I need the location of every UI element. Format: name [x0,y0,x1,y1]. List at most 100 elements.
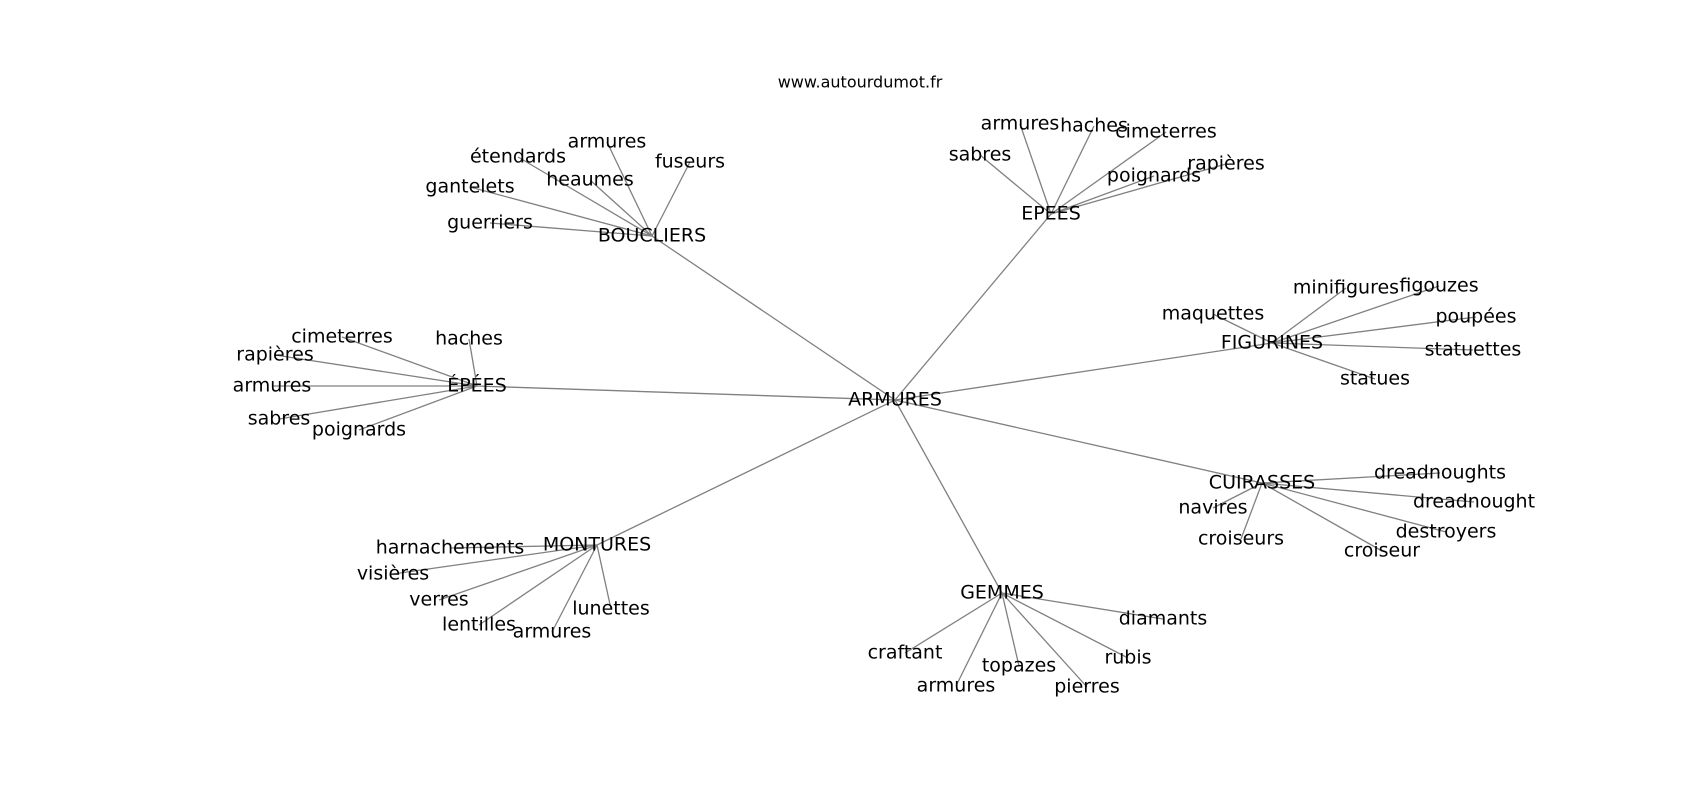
leaf-node: croiseur [1344,540,1420,562]
leaf-node: navires [1178,497,1247,519]
edge-cluster-leaf [1050,131,1167,215]
leaf-node: dreadnought [1413,491,1535,513]
leaf-node: étendards [470,146,566,168]
edge-center-cluster [894,342,1273,401]
leaf-node: armures [981,113,1060,135]
leaf-node: armures [513,621,592,643]
edge-cluster-leaf [1261,482,1383,552]
edge-cluster-leaf [341,336,478,387]
leaf-node: cimeterres [1115,121,1217,143]
edge-cluster-leaf [551,544,598,633]
edge-cluster-leaf [651,161,691,237]
edge-cluster-leaf [469,186,653,237]
edge-cluster-leaf [1212,482,1263,509]
leaf-node: sabres [248,408,311,430]
edge-center-cluster [894,399,1263,484]
leaf-node: heaumes [546,169,634,191]
edge-cluster-leaf [274,354,478,387]
leaf-node: rapières [236,344,313,366]
edge-cluster-leaf [1240,482,1263,540]
edge-cluster-leaf [904,592,1003,654]
edge-cluster-leaf [1271,342,1474,351]
leaf-node: haches [1060,115,1128,137]
edge-cluster-leaf [589,179,653,237]
edge-center-cluster [596,399,896,546]
leaf-node: sabres [949,144,1012,166]
edge-cluster-leaf [1261,472,1441,484]
edge-cluster-leaf [606,141,653,237]
leaf-node: armures [568,131,647,153]
cluster-node: FIGURINES [1221,332,1323,354]
edge-cluster-leaf [1271,342,1376,380]
edge-cluster-leaf [478,544,598,626]
edge-cluster-leaf [1271,316,1477,344]
leaf-node: poignards [1107,165,1201,187]
edge-cluster-leaf [278,385,478,420]
leaf-node: rubis [1104,647,1151,669]
cluster-node: ÉPÉES [447,374,507,397]
edge-cluster-leaf [1261,482,1447,533]
leaf-node: diamants [1119,608,1208,630]
edges-layer [272,123,1477,688]
cluster-node: MONTURES [543,534,651,556]
center-node: ARMURES [848,389,942,411]
edge-cluster-leaf [468,338,478,387]
leaf-node: armures [233,375,312,397]
edge-cluster-leaf [1001,592,1088,688]
leaf-node: destroyers [1396,521,1497,543]
edge-center-cluster [476,385,896,401]
edge-center-cluster [894,213,1052,401]
site-label: www.autourdumot.fr [778,73,943,92]
leaf-node: guerriers [447,212,533,234]
leaf-node: dreadnoughts [1374,462,1506,484]
edge-cluster-leaf [1050,125,1095,215]
leaf-node: minifigures [1293,277,1399,299]
leaf-node: maquettes [1162,303,1264,325]
edge-cluster-leaf [438,544,598,601]
edge-cluster-leaf [517,156,653,237]
leaf-node: lunettes [572,598,650,620]
edge-cluster-leaf [1001,592,1020,667]
cluster-node: CUIRASSES [1209,472,1315,494]
cluster-node: EPEES [1021,203,1081,225]
leaf-node: statues [1340,368,1410,390]
edge-cluster-leaf [1261,482,1475,503]
leaf-node: cimeterres [291,326,393,348]
edge-cluster-leaf [1212,313,1273,344]
leaf-node: croiseurs [1198,528,1284,550]
leaf-node: gantelets [425,176,514,198]
edge-center-cluster [894,399,1003,594]
labels-layer: ARMURESBOUCLIERSarmuresétendardsheaumesf… [233,113,1535,698]
leaf-node: poupées [1435,306,1516,328]
edge-cluster-leaf [358,385,478,431]
leaf-node: armures [917,675,996,697]
edge-cluster-leaf [489,222,653,237]
leaf-node: lentilles [442,614,516,636]
edge-cluster-leaf [1001,592,1129,659]
leaf-node: fuseurs [655,151,725,173]
edge-cluster-leaf [1001,592,1164,620]
leaf-node: rapières [1187,153,1264,175]
leaf-node: figouzes [1399,275,1478,297]
edge-cluster-leaf [1050,163,1227,215]
edge-cluster-leaf [1050,175,1155,215]
leaf-node: harnachements [376,537,525,559]
leaf-node: craftant [868,642,943,664]
leaf-node: verres [409,589,468,611]
leaf-node: topazes [982,655,1056,677]
leaf-node: statuettes [1425,339,1522,361]
leaf-node: pierres [1054,676,1120,698]
edge-center-cluster [651,235,896,401]
edge-cluster-leaf [955,592,1003,687]
cluster-node: BOUCLIERS [598,225,706,247]
edge-cluster-leaf [1019,123,1052,215]
edge-cluster-leaf [392,544,598,575]
edge-cluster-leaf [596,544,612,610]
edge-cluster-leaf [979,154,1052,215]
leaf-node: poignards [312,419,406,441]
edge-cluster-leaf [1271,287,1347,344]
leaf-node: haches [435,328,503,350]
edge-cluster-leaf [449,544,598,549]
cluster-node: GEMMES [960,582,1044,604]
